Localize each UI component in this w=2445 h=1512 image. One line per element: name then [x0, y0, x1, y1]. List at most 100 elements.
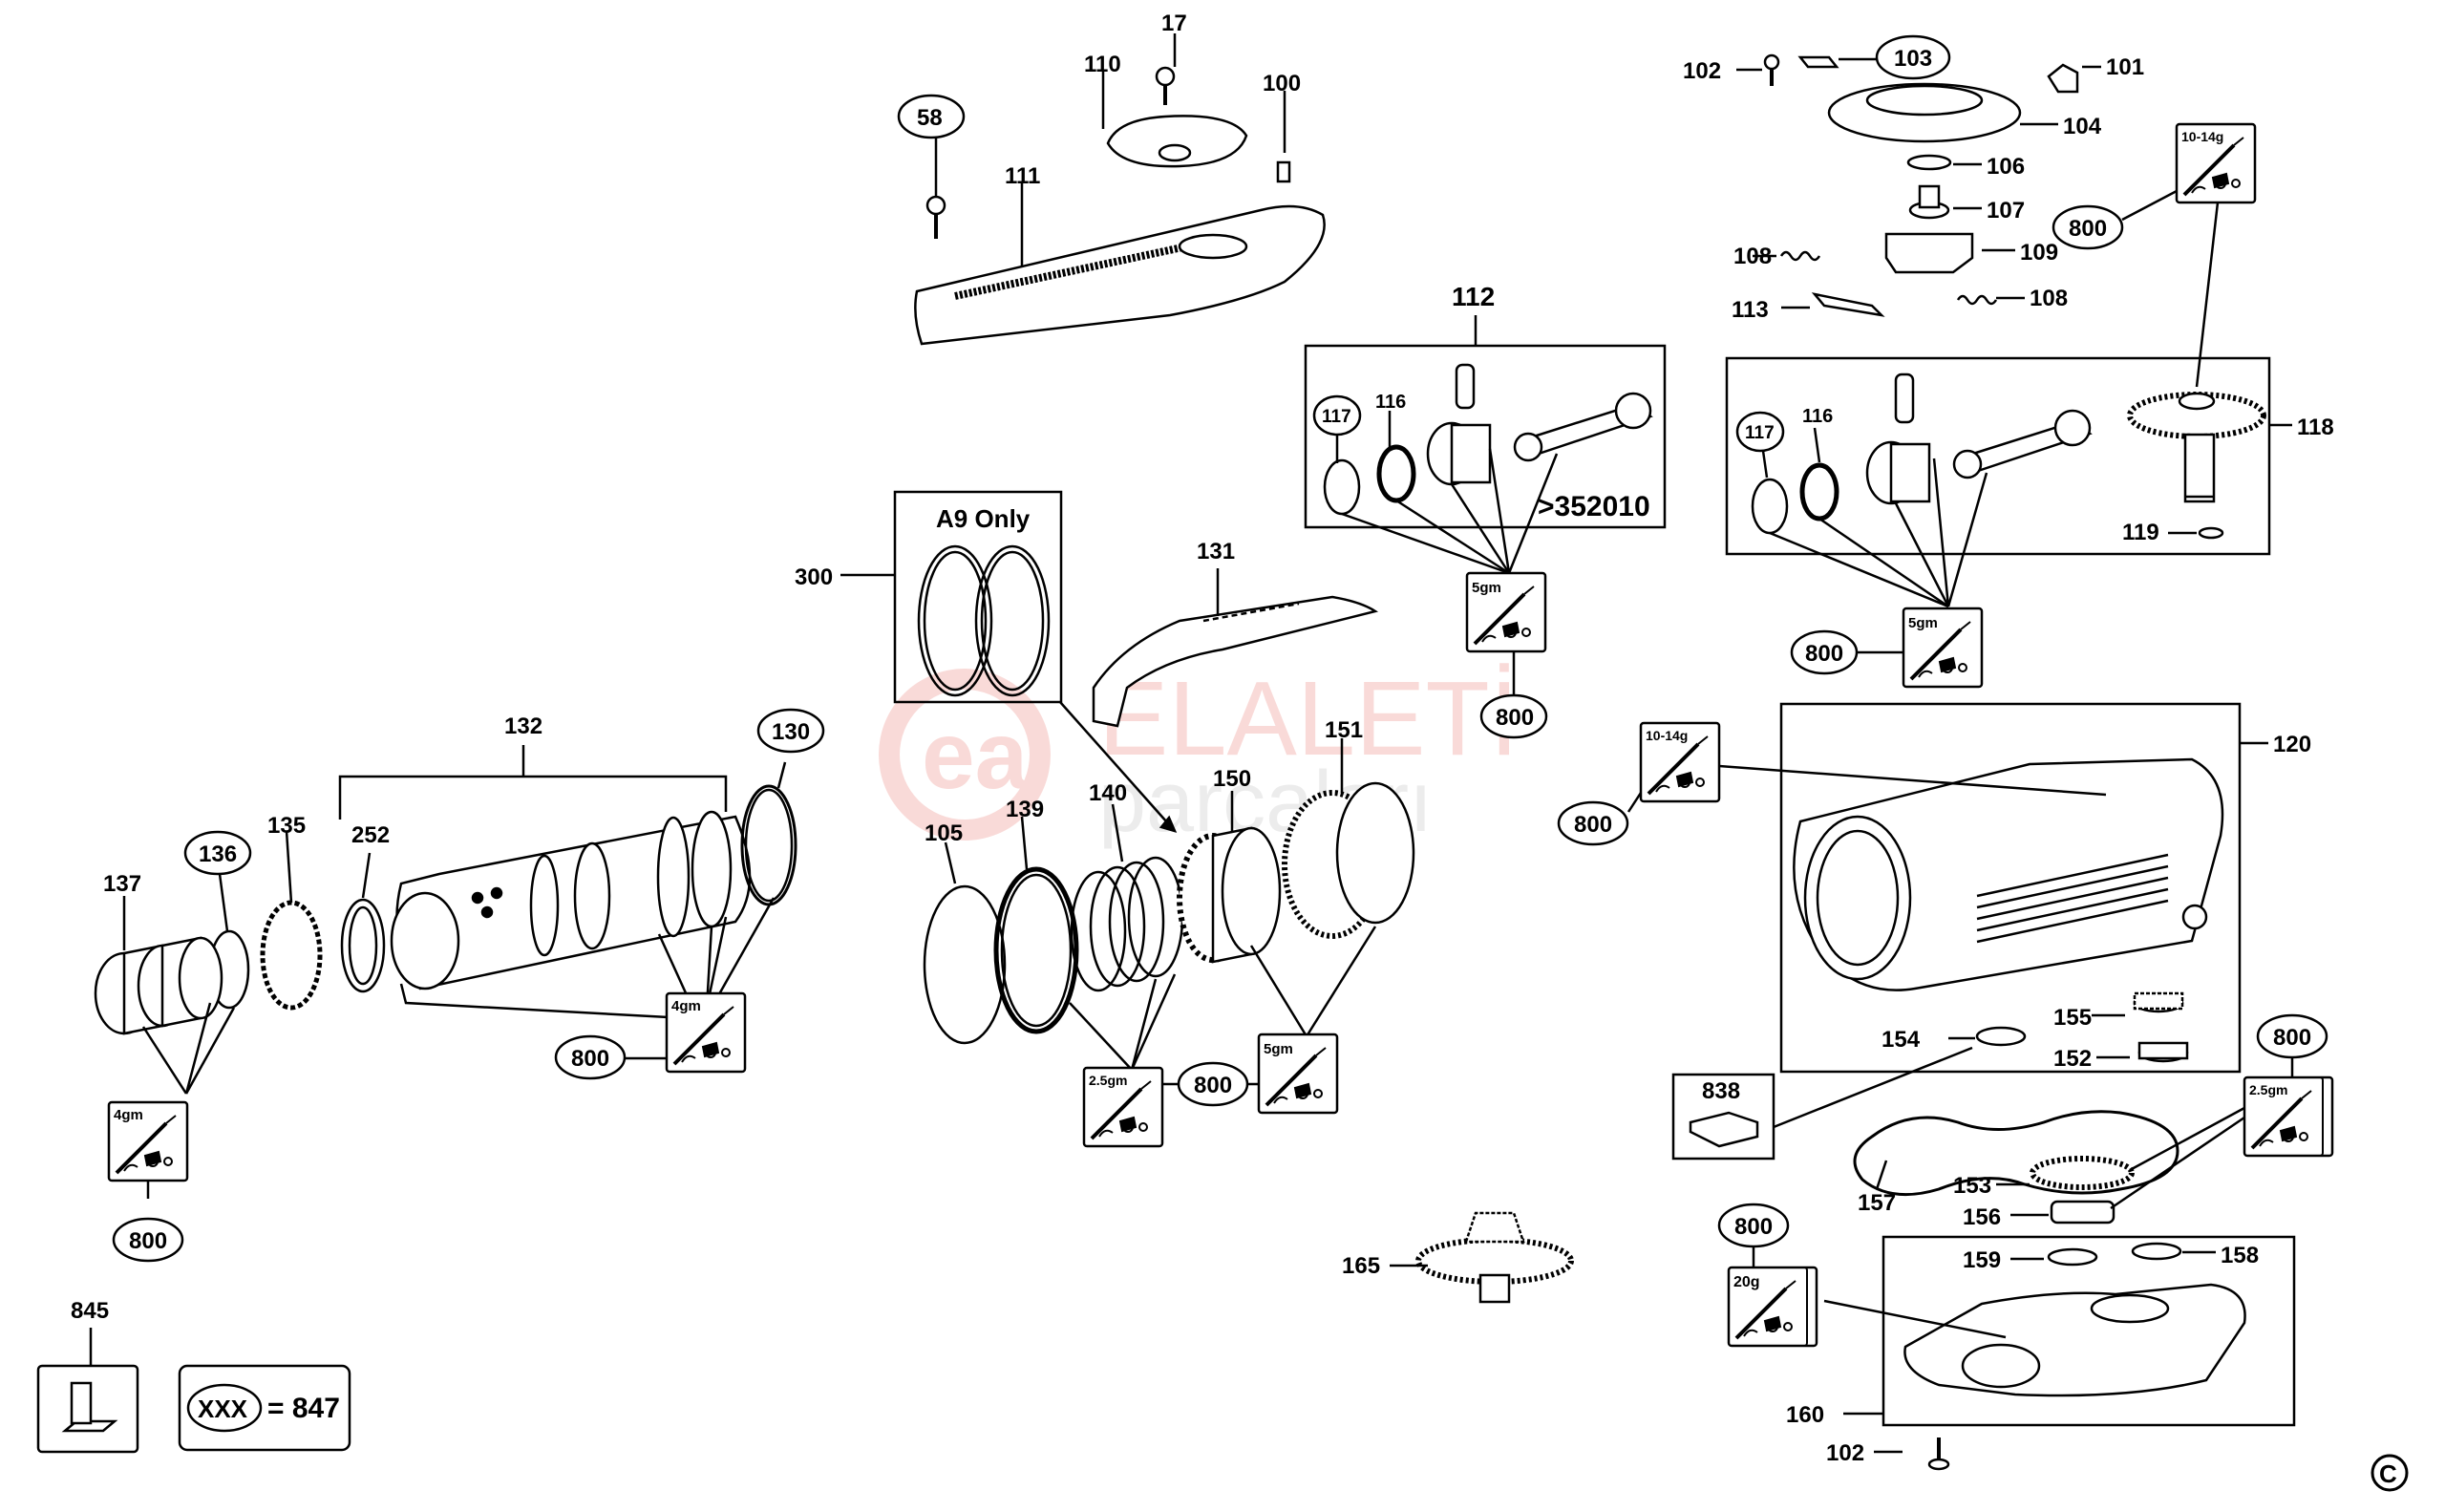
- label-160: 160: [1786, 1402, 1824, 1428]
- label-136: 136: [199, 841, 237, 867]
- label-105: 105: [925, 820, 963, 846]
- screw-102-bottom: 102: [1826, 1437, 1950, 1471]
- label-132: 132: [504, 713, 542, 739]
- grease-5gm-b: 5gm 800: [1790, 607, 1984, 689]
- label-104: 104: [2063, 114, 2102, 139]
- copyright-text: C: [2379, 1459, 2397, 1488]
- label-111: 111: [1005, 163, 1040, 189]
- label-131: 131: [1197, 539, 1235, 564]
- copyright-mark: C: [2371, 1454, 2409, 1492]
- top-cover-group: [914, 33, 1326, 346]
- label-157: 157: [1858, 1190, 1896, 1216]
- callouts-118: 116 118 119: [1802, 406, 2334, 545]
- label-838: 838: [1702, 1078, 1740, 1104]
- grease-10-14g-top: 10-14g 800: [2052, 122, 2257, 388]
- label-120: 120: [2273, 732, 2311, 757]
- label-116-a: 116: [1375, 392, 1406, 413]
- label-800-118: 800: [1805, 641, 1843, 667]
- callouts-top: 17 110 100 111: [1005, 11, 1301, 189]
- a9-only-box: [840, 490, 1178, 833]
- legend-xxx: XXX = 847: [178, 1364, 351, 1452]
- label-800-barrel: 800: [571, 1046, 609, 1072]
- grease-label-2-5gm-b: 2.5gm: [2249, 1082, 2287, 1097]
- callouts-clutch: 105 139 140 150 151: [925, 717, 1363, 846]
- legend-845: 845: [36, 1298, 139, 1454]
- grease-4gm-b: 4gm 800: [107, 1100, 189, 1263]
- grease-label-5gm-c: 5gm: [1264, 1041, 1293, 1057]
- gasket-157: 157: [1853, 1110, 2179, 1216]
- grease-5gm-c: 5gm: [1257, 1033, 1339, 1115]
- label-165: 165: [1342, 1253, 1380, 1279]
- label-800-112: 800: [1496, 705, 1534, 731]
- watermark-logo: ea: [922, 702, 1030, 809]
- callouts-barrel: 132 137 135 252: [103, 713, 542, 897]
- label-139: 139: [1006, 797, 1044, 822]
- label-252: 252: [351, 822, 390, 848]
- label-106: 106: [1987, 154, 2025, 180]
- label-119: 119: [2122, 520, 2159, 545]
- grease-10-14g-housing: 10-14g 800: [1557, 721, 2107, 846]
- label-135: 135: [267, 813, 306, 839]
- label-158: 158: [2221, 1243, 2259, 1268]
- barrel-assembly-132: [94, 745, 797, 1199]
- callouts-112: 112 116 >352010: [1375, 282, 1650, 522]
- piston-kit-112: [1304, 315, 1667, 575]
- grease-label-5gm-b: 5gm: [1908, 615, 1938, 631]
- label-108-left: 108: [1733, 244, 1772, 269]
- label-112: 112: [1452, 282, 1495, 311]
- grease-label-10-14g-top: 10-14g: [2181, 129, 2223, 144]
- grease-4gm-a: 4gm 800: [554, 991, 747, 1080]
- label-847: = 847: [267, 1393, 340, 1424]
- label-17: 17: [1161, 11, 1187, 36]
- label-300: 300: [795, 564, 833, 590]
- callouts-top-right: 102 101 104 106 107 108 109 108 113: [1683, 54, 2144, 323]
- label-151: 151: [1325, 717, 1363, 743]
- label-113: 113: [1732, 297, 1769, 323]
- label-118: 118: [2297, 415, 2334, 440]
- grease-label-10-14g-housing: 10-14g: [1646, 728, 1688, 743]
- gear-165: 165: [1342, 1211, 1574, 1304]
- grease-20g: 20g 800: [1717, 1203, 1818, 1348]
- piston-kit-118: [1725, 356, 2292, 608]
- label-152: 152: [2053, 1046, 2092, 1072]
- label-800-housing: 800: [1574, 812, 1612, 838]
- callout-117-b: 117: [1735, 411, 1785, 453]
- grease-2-5gm-a: 2.5gm: [1082, 1066, 1164, 1148]
- callout-117-a: 117: [1312, 394, 1362, 437]
- label-800-clutch: 800: [1194, 1073, 1232, 1098]
- label-116-b: 116: [1802, 406, 1833, 427]
- label-117-a: 117: [1322, 407, 1351, 427]
- label-140: 140: [1089, 780, 1127, 806]
- callout-800-clutch: 800: [1177, 1061, 1249, 1107]
- label-800-top-right: 800: [2069, 216, 2107, 242]
- grease-label-5gm-a: 5gm: [1472, 580, 1501, 596]
- housing-120: [1779, 702, 2268, 1074]
- part-838: 838: [1671, 1046, 1973, 1161]
- grease-2-5gm-b: 2.5gm 800: [2243, 1013, 2334, 1158]
- callout-103: 103: [1875, 34, 1951, 80]
- label-154: 154: [1882, 1027, 1921, 1053]
- label-130: 130: [772, 719, 810, 745]
- label-103: 103: [1894, 46, 1932, 72]
- gear-153: 153 156: [1953, 1106, 2245, 1230]
- label-155: 155: [2053, 1005, 2092, 1031]
- label-100: 100: [1263, 71, 1301, 96]
- label-845: 845: [71, 1298, 109, 1324]
- label-109: 109: [2020, 240, 2058, 266]
- label-58: 58: [917, 105, 943, 131]
- label-108-right: 108: [2030, 286, 2068, 311]
- top-right-mechanism: [1736, 53, 2101, 317]
- label-a9-only: A9 Only: [936, 504, 1031, 533]
- label-153: 153: [1953, 1173, 1991, 1199]
- part-131: 131: [1092, 539, 1379, 728]
- label-117-b: 117: [1745, 423, 1775, 443]
- label-101: 101: [2106, 54, 2144, 80]
- watermark: ea ELALETİ parçaları: [879, 660, 1519, 850]
- grease-label-2-5gm-a: 2.5gm: [1089, 1073, 1127, 1088]
- label-800-left: 800: [129, 1228, 167, 1254]
- label-352010: >352010: [1538, 491, 1650, 522]
- label-159: 159: [1963, 1247, 2001, 1273]
- grease-label-4gm-a: 4gm: [671, 998, 701, 1014]
- label-xxx: XXX: [198, 1395, 248, 1423]
